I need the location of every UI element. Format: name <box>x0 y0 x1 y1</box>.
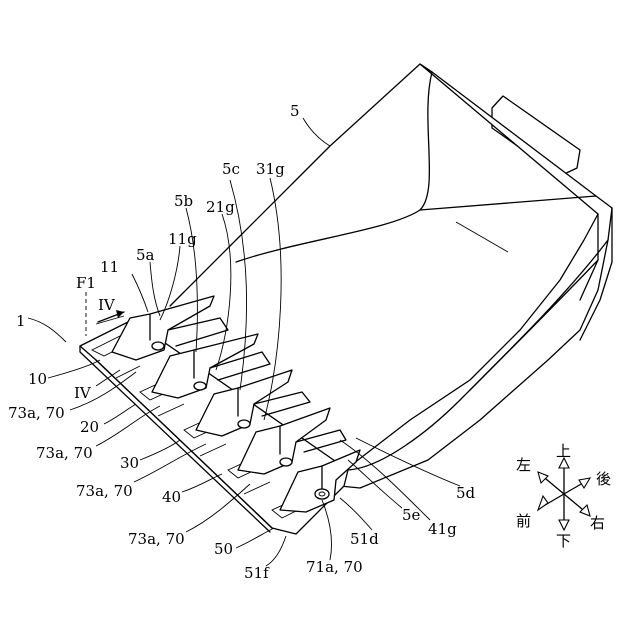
label-50: 50 <box>214 540 233 558</box>
compass-back: 後 <box>596 470 611 488</box>
label-5d: 5d <box>456 484 476 502</box>
compass-front: 前 <box>516 512 531 530</box>
label-20: 20 <box>80 418 99 436</box>
label-5e: 5e <box>402 506 421 524</box>
label-5c: 5c <box>222 160 240 178</box>
label-11: 11 <box>100 258 119 276</box>
label-5b: 5b <box>174 192 193 210</box>
label-assembly: 1 <box>16 312 26 330</box>
compass-left: 左 <box>516 456 531 474</box>
compass-down: 下 <box>556 532 571 550</box>
label-bucket: 5 <box>290 102 300 120</box>
label-5a: 5a <box>136 246 155 264</box>
label-51f: 51f <box>244 564 270 582</box>
label-41g: 41g <box>428 520 457 538</box>
label-71a70: 71a, 70 <box>306 558 363 576</box>
label-f1: F1 <box>76 274 96 292</box>
label-40: 40 <box>162 488 181 506</box>
label-section-iv-bottom: IV <box>74 384 92 402</box>
label-11g: 11g <box>168 230 197 248</box>
compass-right: 右 <box>590 514 605 532</box>
label-73a70-2: 73a, 70 <box>36 444 93 462</box>
label-73a70-1: 73a, 70 <box>8 404 65 422</box>
label-21g: 21g <box>206 198 235 216</box>
label-section-iv-top: IV <box>98 296 116 314</box>
compass-up: 上 <box>556 442 571 460</box>
label-51d: 51d <box>350 530 379 548</box>
label-30: 30 <box>120 454 139 472</box>
label-10: 10 <box>28 370 47 388</box>
label-73a70-4: 73a, 70 <box>128 530 185 548</box>
label-73a70-3: 73a, 70 <box>76 482 133 500</box>
direction-compass: 上 下 左 右 前 後 <box>516 442 611 550</box>
label-31g: 31g <box>256 160 285 178</box>
